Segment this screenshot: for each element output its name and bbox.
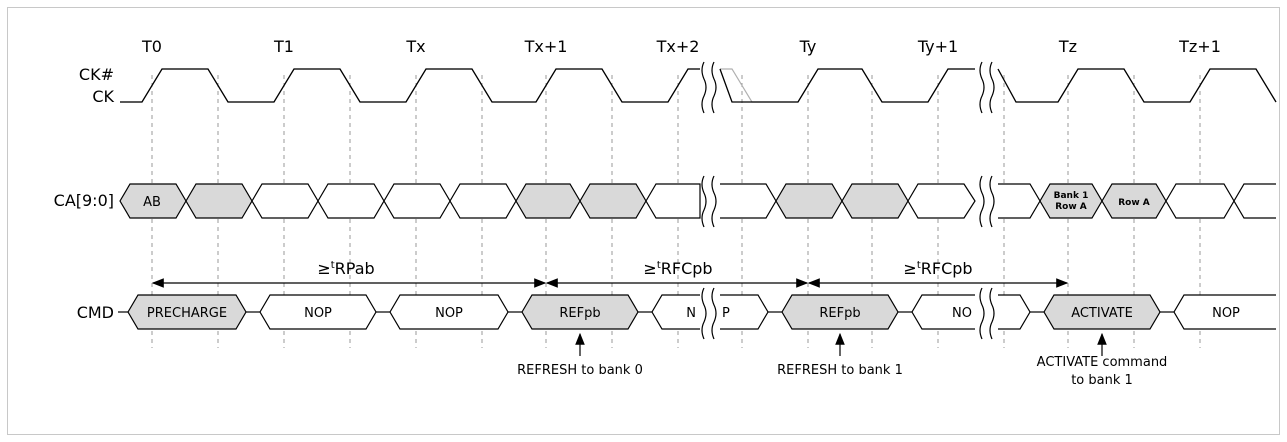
annotation-pointers [575, 332, 1107, 356]
rfcpb-label-2: ≥tRFCpb [903, 259, 972, 278]
ca-slot [251, 183, 319, 219]
rfcpb-label-1: ≥tRFCpb [643, 259, 712, 278]
ca-bus [119, 183, 1276, 219]
edge-label-ty: Ty [799, 37, 817, 56]
cmd-precharge-label: PRECHARGE [147, 306, 227, 321]
ca-ab-label: AB [143, 195, 161, 210]
cmd-nop-end [1173, 294, 1276, 330]
ca-slot-shaded-4 [775, 183, 843, 219]
cmd-nop-trunc-3-label: NO [952, 306, 972, 321]
edge-label-tz: Tz [1058, 37, 1077, 56]
ck-label: CK [92, 87, 114, 106]
ca-slot [383, 183, 451, 219]
cmd-pre-activate [998, 294, 1031, 330]
edge-label-tx2: Tx+2 [656, 37, 700, 56]
ca-slot [907, 183, 976, 219]
signal-labels: CK# CK CA[9:0] CMD [54, 65, 115, 322]
ca-slot [317, 183, 385, 219]
cmd-bus [118, 294, 1276, 330]
ca-slot-shaded-1 [185, 183, 253, 219]
cmd-nop-end-label: NOP [1212, 306, 1240, 321]
ca-bus-label: CA[9:0] [54, 191, 114, 210]
edge-label-tx1: Tx+1 [524, 37, 568, 56]
edge-label-t0: T0 [141, 37, 162, 56]
ca-slot-shaded-2 [515, 183, 581, 219]
ca-slot [449, 183, 517, 219]
cmd-nop-1-label: NOP [304, 306, 332, 321]
diagram-frame [7, 7, 1280, 435]
ca-slot [998, 183, 1041, 219]
rpab-label: ≥tRPab [317, 259, 374, 278]
ca-slot [720, 183, 777, 219]
annotation-refresh-bank1: REFRESH to bank 1 [777, 363, 903, 378]
annotation-activate-line2: to bank 1 [1071, 373, 1133, 388]
cmd-nop-2-label: NOP [435, 306, 463, 321]
edge-label-t1: T1 [273, 37, 294, 56]
ca-slot [1165, 183, 1235, 219]
ck-hash-waveform [120, 68, 1277, 103]
ck-hash-label: CK# [79, 65, 114, 84]
cmd-nop-trunc-1-label: N [686, 306, 696, 321]
edge-label-tz1: Tz+1 [1178, 37, 1221, 56]
cmd-nop-trunc-1 [651, 294, 700, 330]
ck-waveform [120, 68, 1277, 103]
break-marks [701, 61, 995, 340]
clock-edge-labels: T0 T1 Tx Tx+1 Tx+2 Ty Ty+1 Tz Tz+1 [141, 37, 1221, 56]
edge-label-tx: Tx [405, 37, 425, 56]
ca-slot [1233, 183, 1276, 219]
ca-slot [645, 183, 701, 219]
ca-bank1-line1: Bank 1 [1054, 191, 1089, 201]
cmd-activate-label: ACTIVATE [1071, 306, 1133, 321]
ca-bank1-line2: Row A [1055, 202, 1087, 212]
ca-slot-shaded-5 [841, 183, 909, 219]
cmd-bus-label: CMD [77, 303, 114, 322]
ca-slot-shaded-3 [579, 183, 647, 219]
annotation-refresh-bank0: REFRESH to bank 0 [517, 363, 643, 378]
cmd-refpb-2-label: REFpb [819, 306, 860, 321]
ca-slot-bank1-rowa [1039, 183, 1103, 219]
cmd-nop-trunc-3 [911, 294, 975, 330]
cmd-nop-trunc-2-label: P [722, 306, 730, 321]
cmd-refpb-1-label: REFpb [559, 306, 600, 321]
edge-label-ty1: Ty+1 [917, 37, 958, 56]
ca-rowa-label: Row A [1118, 198, 1150, 208]
annotation-activate-line1: ACTIVATE command [1037, 355, 1168, 370]
